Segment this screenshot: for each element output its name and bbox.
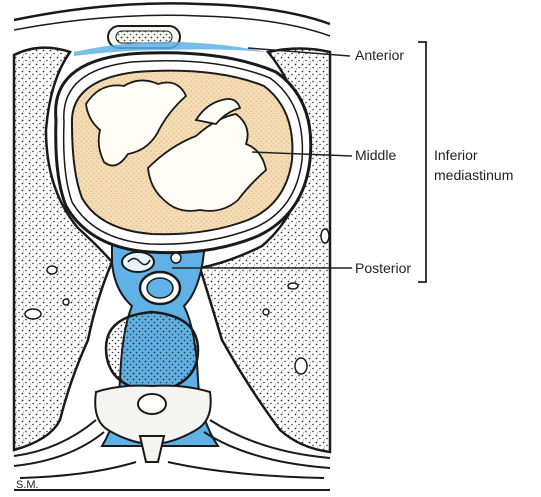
label-anterior: Anterior [355, 47, 404, 63]
label-bracket [418, 42, 426, 282]
label-middle: Middle [355, 147, 396, 163]
artist-signature: S.M. [16, 479, 39, 491]
thoracic-duct [171, 253, 181, 263]
esophagus [122, 252, 154, 272]
label-posterior: Posterior [355, 260, 411, 276]
label-inferior: Inferior [434, 147, 478, 163]
label-mediastinum: mediastinum [434, 167, 513, 183]
descending-aorta [140, 272, 180, 304]
